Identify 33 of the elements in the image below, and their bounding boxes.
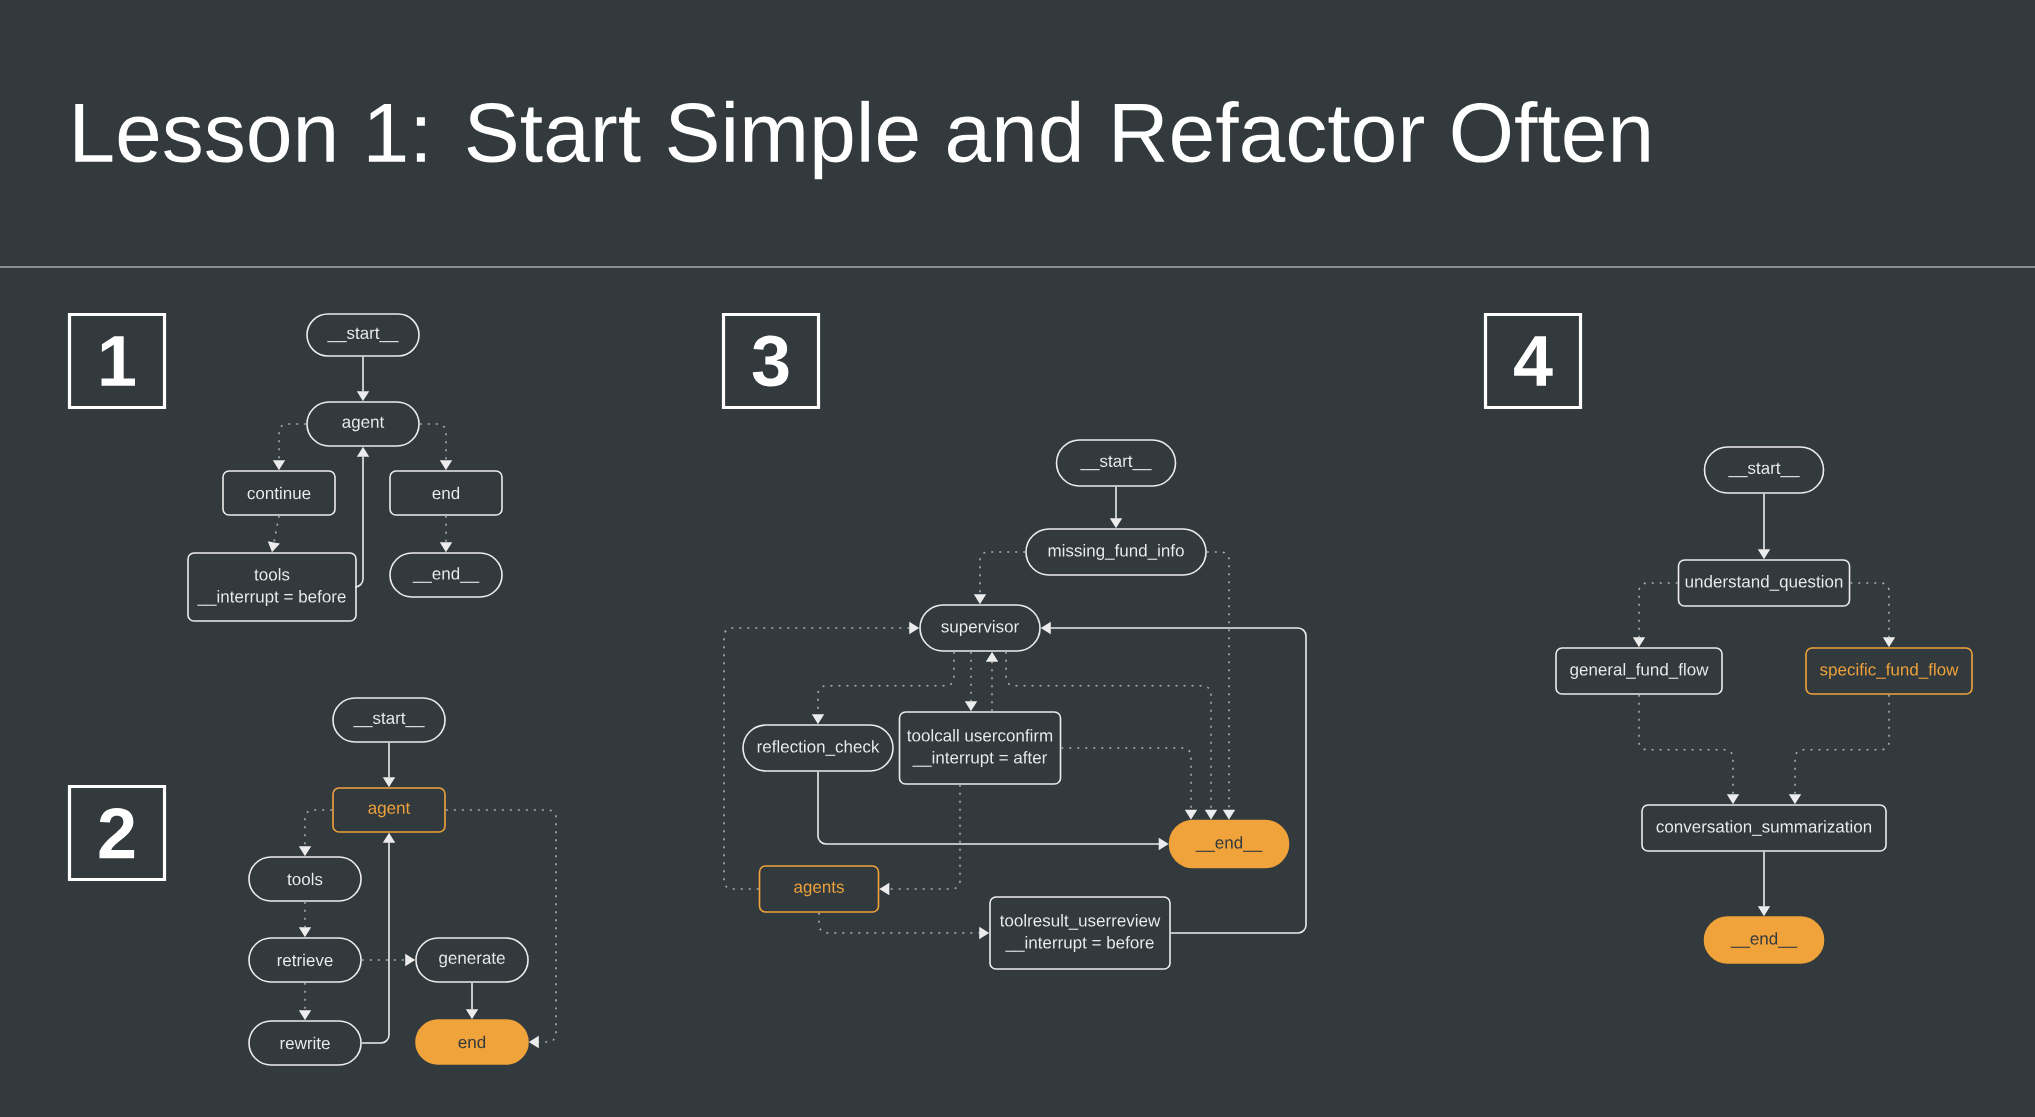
arrow	[445, 809, 557, 1049]
process-pill: end	[415, 1019, 529, 1065]
process-pill: generate	[415, 937, 529, 983]
process-pill: __start__	[306, 313, 420, 357]
process-pill: missing_fund_info	[1025, 528, 1207, 576]
number-box: 2	[67, 784, 167, 882]
process-pill: __end__	[1168, 819, 1290, 869]
process-pill: reflection_check	[742, 724, 894, 772]
process-box: end	[389, 470, 503, 516]
process-box: toolresult_userreview __interrupt = before	[989, 896, 1171, 970]
number-box: 3	[721, 312, 821, 410]
process-pill: agent	[306, 401, 420, 447]
process-box: understand_question	[1677, 559, 1851, 607]
process-box: conversation_summarization	[1641, 804, 1887, 852]
process-pill: __end__	[1703, 916, 1825, 964]
process-pill: __start__	[1703, 446, 1825, 494]
process-pill: supervisor	[919, 604, 1041, 652]
process-box: toolcall userconfirm __interrupt = after	[898, 711, 1062, 785]
number-box: 4	[1483, 312, 1583, 410]
process-box: specific_fund_flow	[1805, 647, 1973, 695]
number-box: 1	[67, 312, 167, 410]
process-pill: tools	[248, 856, 362, 902]
process-pill: __start__	[1055, 439, 1177, 487]
process-box: agent	[332, 787, 446, 833]
process-box: continue	[222, 470, 336, 516]
process-box: tools __interrupt = before	[187, 552, 357, 622]
title: Lesson 1: Start Simple and Refactor Often	[75, 100, 1649, 180]
process-pill: __end__	[389, 552, 503, 598]
process-pill: __start__	[332, 697, 446, 743]
process-box: general_fund_flow	[1555, 647, 1723, 695]
process-pill: rewrite	[248, 1020, 362, 1066]
process-box: agents	[758, 865, 880, 913]
process-pill: retrieve	[248, 937, 362, 983]
